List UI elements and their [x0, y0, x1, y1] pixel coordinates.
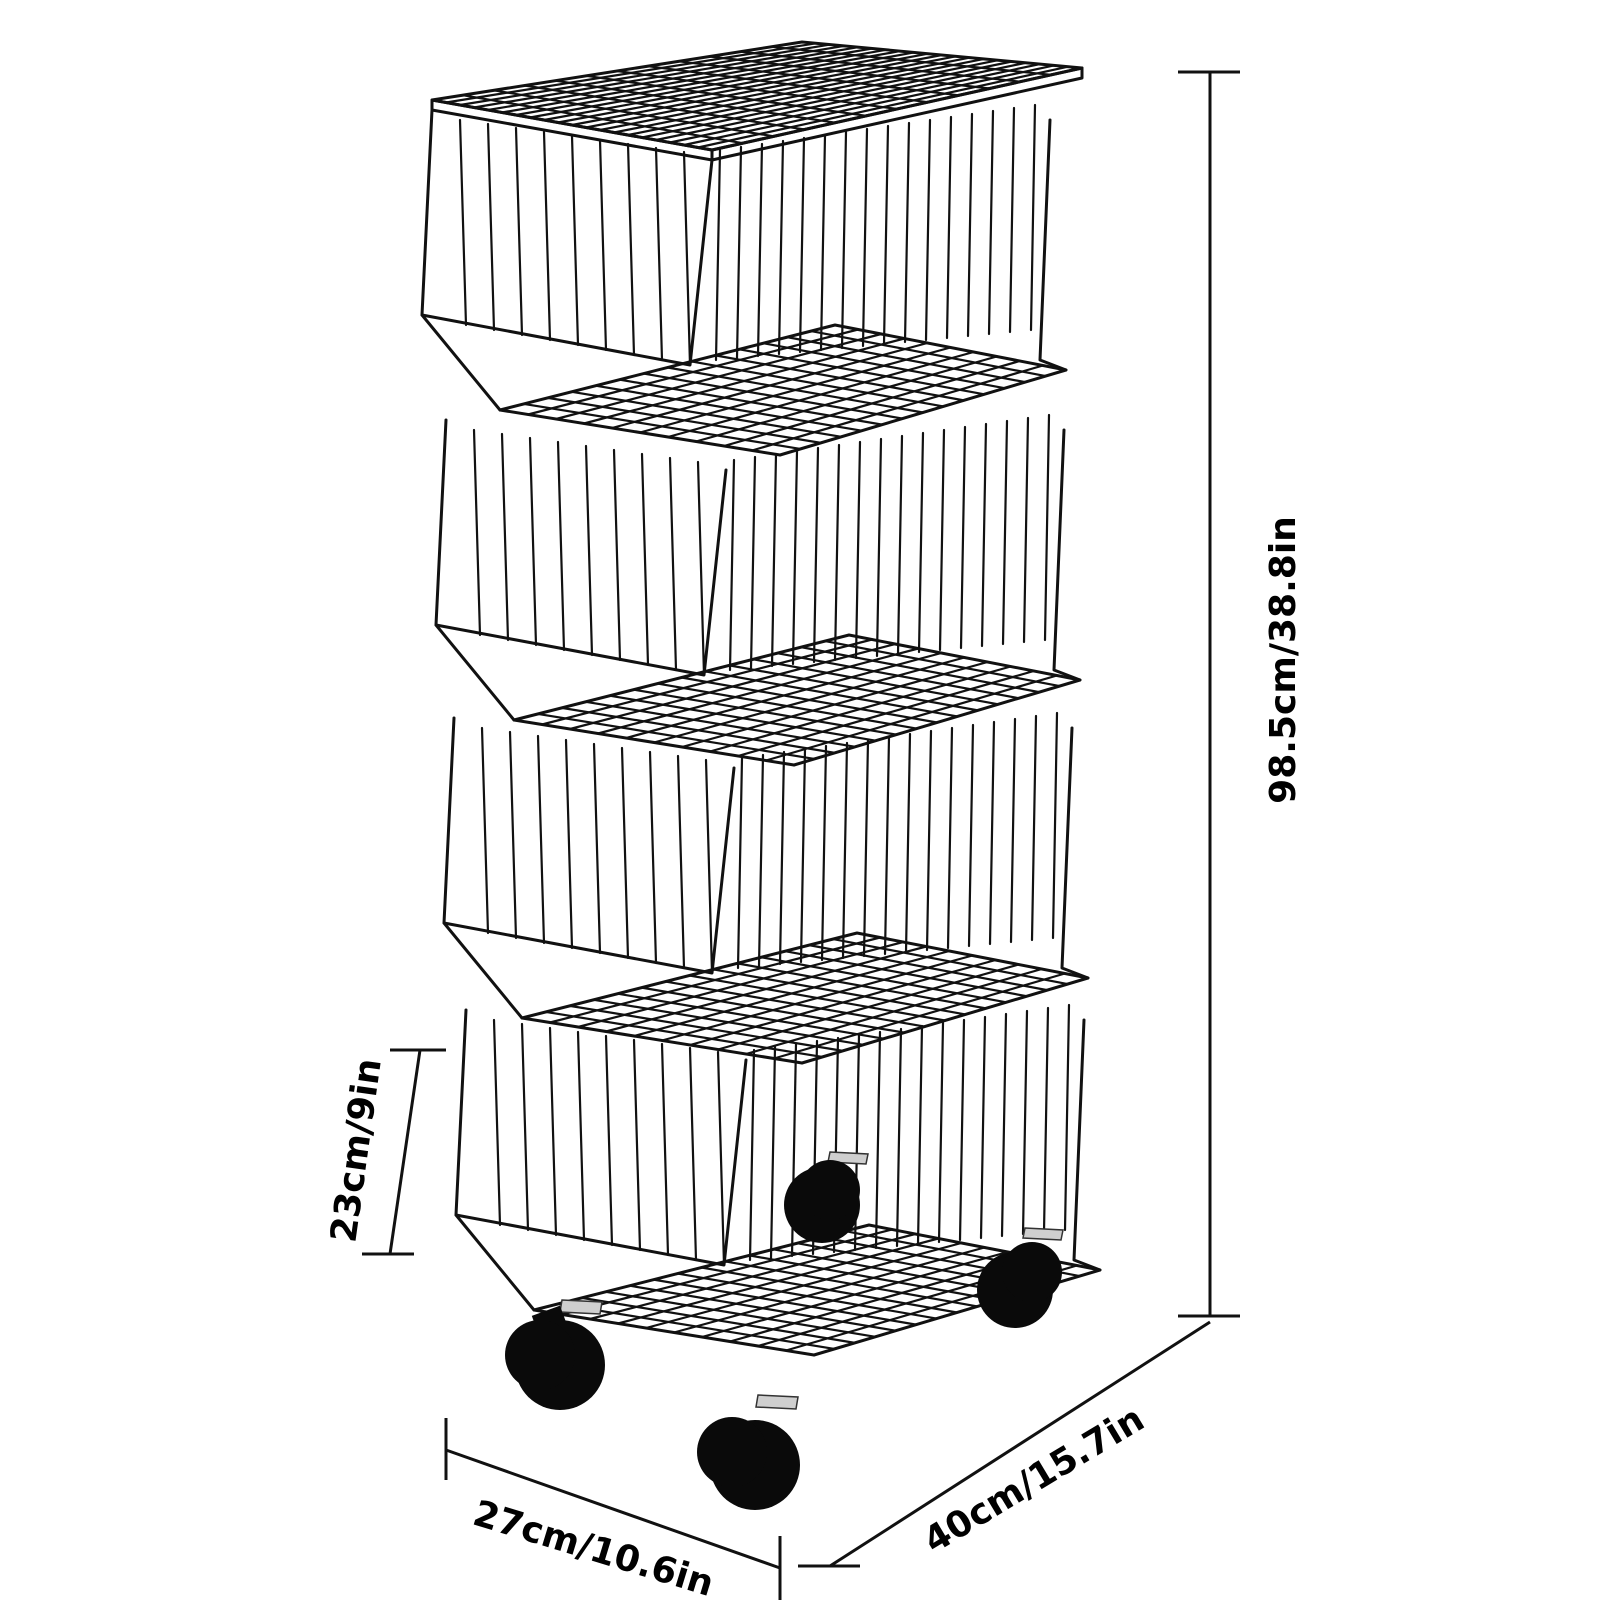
wheel-front-right	[697, 1394, 800, 1510]
dimension-basket-height: 23cm/9in	[323, 1048, 446, 1256]
top-lid	[430, 40, 1084, 162]
basket-tier-2	[434, 413, 1082, 767]
length-label: 40cm/15.7in	[917, 1398, 1151, 1561]
width-label: 27cm/10.6in	[468, 1493, 718, 1600]
basket-height-label: 23cm/9in	[323, 1056, 389, 1245]
wheel-back-left	[784, 1151, 869, 1243]
caster-wheels	[505, 1151, 1064, 1510]
wheel-back-right	[977, 1227, 1064, 1328]
dimension-length: 40cm/15.7in	[798, 1320, 1211, 1568]
height-total-label: 98.5cm/38.8in	[1263, 516, 1304, 804]
basket-tier-3	[442, 711, 1090, 1065]
dimension-height-total: 98.5cm/38.8in	[1178, 70, 1304, 1318]
stacked-baskets	[420, 103, 1102, 1357]
wheel-front-left	[505, 1299, 605, 1410]
basket-tier-1	[420, 103, 1068, 457]
